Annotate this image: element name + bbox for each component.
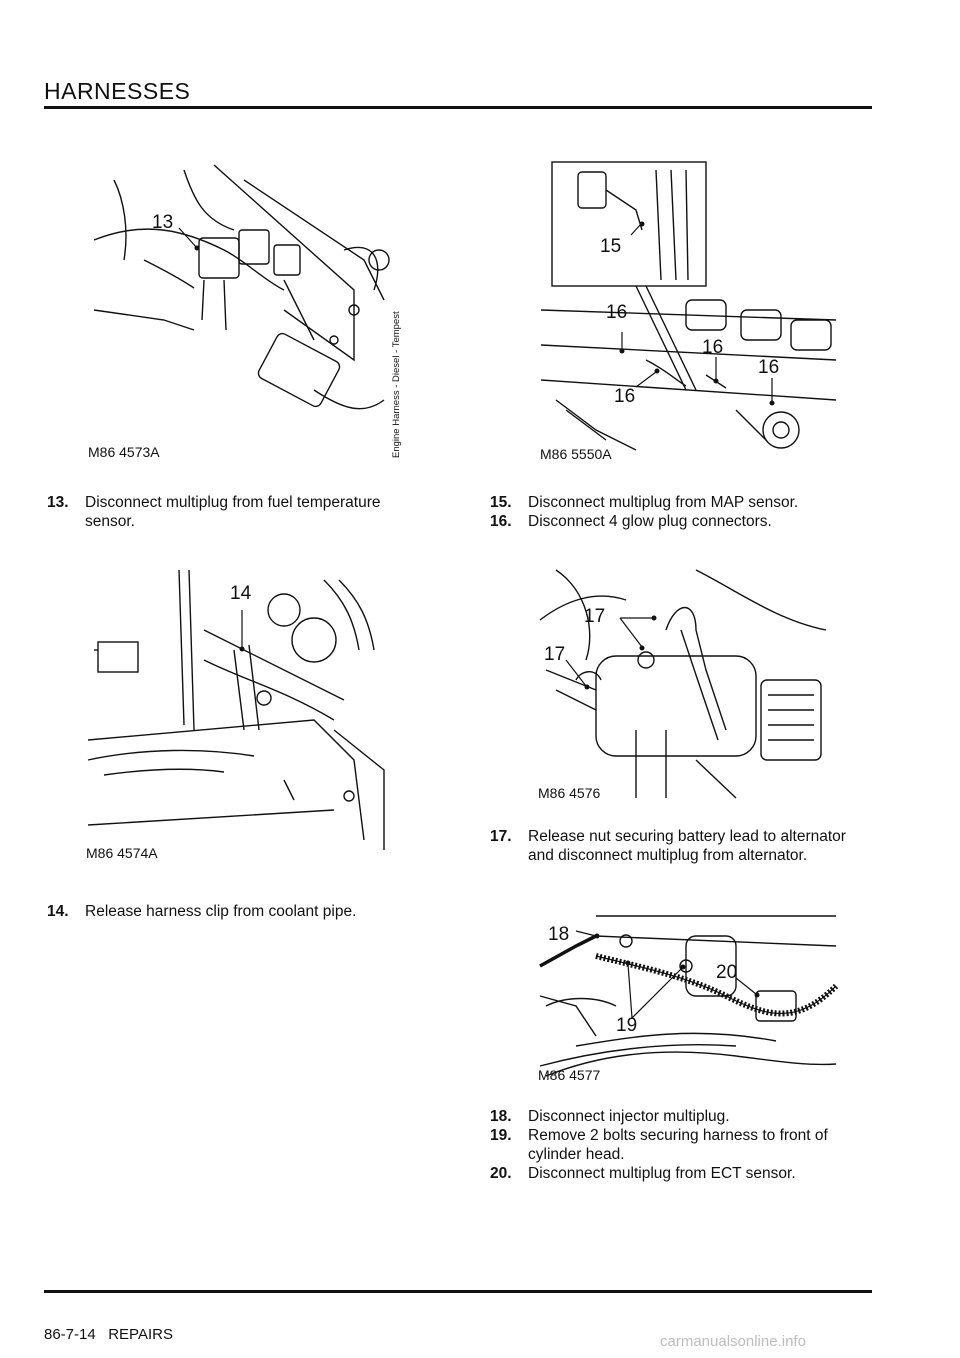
step-number: 19. [490, 1127, 512, 1144]
callout-label: 20 [716, 962, 737, 983]
callout-label: 15 [600, 236, 621, 257]
step-number: 14. [47, 903, 69, 920]
callout-label: 16 [702, 337, 723, 358]
page-footer: 86-7-14 REPAIRS [44, 1326, 173, 1343]
header-rule [44, 106, 872, 109]
step-19: 19. Remove 2 bolts securing harness to f… [490, 1126, 890, 1166]
callout-label: 14 [230, 583, 252, 604]
figure-coolant-pipe-clip: 14 M86 4574A [84, 560, 394, 862]
figure-injector-ect: 18 19 20 M86 4577 [536, 906, 842, 1084]
callout-label: 17 [584, 606, 605, 627]
figure-fuel-temp-sensor: 13 M86 4573A Engine Harness - Diesel - T… [84, 160, 414, 460]
step-20: 20. Disconnect multiplug from ECT sensor… [490, 1164, 890, 1184]
step-text-line: cylinder head. [528, 1146, 625, 1163]
step-text-line: Disconnect multiplug from fuel temperatu… [85, 494, 381, 511]
engine-illustration-alternator: 17 17 M86 4576 [538, 569, 827, 801]
callout-label: 13 [152, 212, 173, 233]
step-text-line: and disconnect multiplug from alternator… [528, 847, 808, 864]
engine-illustration-glow-plugs: 15 16 16 16 16 M86 5550A [540, 161, 837, 462]
figure-alternator: 17 17 M86 4576 [536, 560, 842, 802]
step-text-line: Remove 2 bolts securing harness to front… [528, 1127, 828, 1144]
footer-rule [44, 1290, 872, 1293]
page-header-title: HARNESSES [44, 78, 191, 104]
figure-code: M86 4576 [538, 785, 600, 801]
figure-code: M86 4577 [538, 1067, 600, 1083]
step-number: 18. [490, 1108, 512, 1125]
engine-illustration-injector-ect: 18 19 20 M86 4577 [538, 915, 839, 1083]
step-text-line: Release harness clip from coolant pipe. [85, 903, 357, 920]
callout-label: 17 [544, 644, 565, 665]
engine-illustration-coolant-pipe: 14 M86 4574A [86, 569, 385, 861]
callout-label: 16 [758, 357, 779, 378]
step-text-line: Disconnect 4 glow plug connectors. [528, 513, 772, 530]
callout-label: 16 [606, 302, 627, 323]
engine-illustration-fuel-temp: 13 M86 4573A Engine Harness - Diesel - T… [88, 164, 402, 460]
step-text-line: sensor. [85, 513, 135, 530]
step-14: 14. Release harness clip from coolant pi… [47, 902, 427, 922]
step-text-line: Disconnect multiplug from ECT sensor. [528, 1165, 796, 1182]
step-15: 15. Disconnect multiplug from MAP sensor… [490, 493, 890, 513]
figure-code: M86 4574A [86, 845, 158, 861]
step-number: 13. [47, 494, 69, 511]
step-text-line: Release nut securing battery lead to alt… [528, 828, 846, 845]
figure-side-note: Engine Harness - Diesel - Tempest [391, 311, 402, 458]
step-text-line: Disconnect multiplug from MAP sensor. [528, 494, 799, 511]
footer-page-ref: 86-7-14 [44, 1326, 96, 1343]
footer-section: REPAIRS [108, 1326, 173, 1343]
step-number: 15. [490, 494, 512, 511]
step-text-line: Disconnect injector multiplug. [528, 1108, 730, 1125]
callout-label: 16 [614, 386, 635, 407]
step-number: 20. [490, 1165, 512, 1182]
step-18: 18. Disconnect injector multiplug. [490, 1107, 890, 1127]
watermark: carmanualsonline.info [660, 1333, 806, 1350]
step-13: 13. Disconnect multiplug from fuel tempe… [47, 493, 427, 533]
figure-map-sensor-glow-plugs: 15 16 16 16 16 M86 5550A [536, 160, 842, 462]
callout-label: 18 [548, 924, 569, 945]
figure-code: M86 5550A [540, 446, 612, 462]
step-number: 17. [490, 828, 512, 845]
step-16: 16. Disconnect 4 glow plug connectors. [490, 512, 890, 532]
step-number: 16. [490, 513, 512, 530]
step-17: 17. Release nut securing battery lead to… [490, 827, 890, 867]
callout-label: 19 [616, 1015, 637, 1036]
figure-code: M86 4573A [88, 444, 160, 460]
